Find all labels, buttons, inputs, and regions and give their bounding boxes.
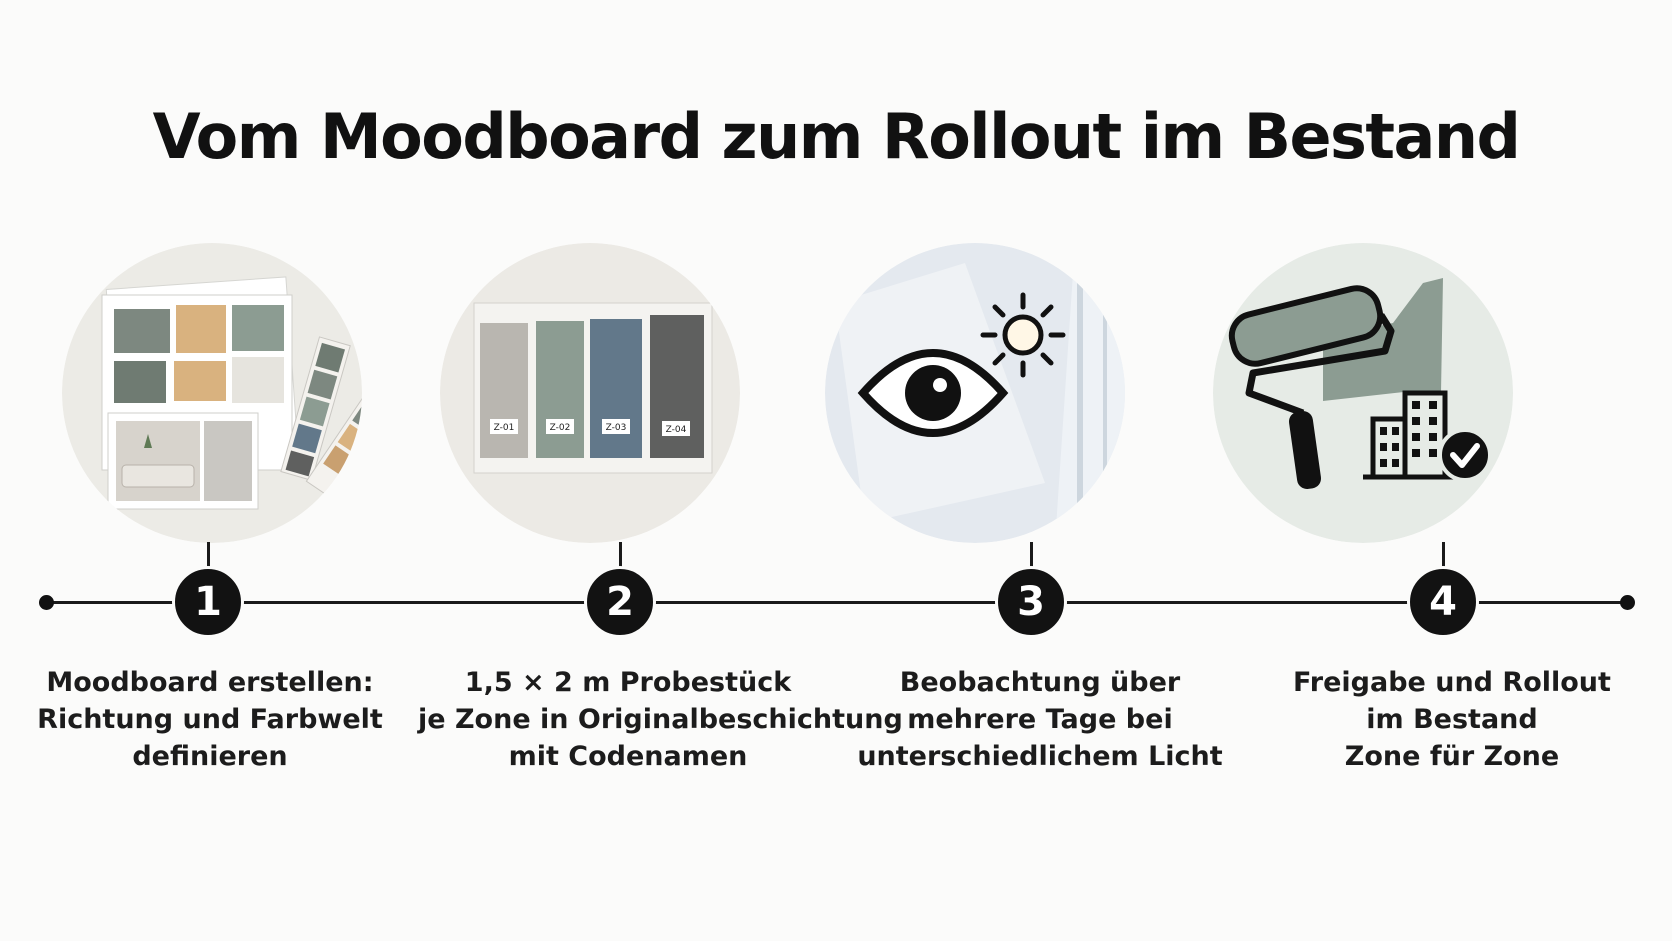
page-title: Vom Moodboard zum Rollout im Bestand [152,100,1521,173]
step-2-connector [619,542,622,574]
step-1-caption-line: Moodboard erstellen: [46,667,374,698]
step-3-caption-line: Beobachtung über [899,667,1181,698]
step-4-badge: 4 [1407,566,1479,638]
step-3-caption: Beobachtung über mehrere Tage bei unters… [830,664,1250,775]
color-sample-panels-icon: Z-01 Z-02 Z-03 Z-04 [440,243,740,543]
step-1-connector [207,542,210,574]
step-4-illustration [1213,243,1513,543]
step-1-caption: Moodboard erstellen: Richtung und Farbwe… [0,664,420,775]
step-2-caption-line: 1,5 × 2 m Probestück [464,667,792,698]
step-4-caption-line: im Bestand [1366,704,1538,735]
timeline-end-dot [1620,595,1635,610]
sample-code-2: Z-02 [550,423,571,433]
step-3-caption-line: unterschiedlichem Licht [857,741,1223,772]
sample-code-3: Z-03 [606,423,627,433]
step-3-connector [1030,542,1033,574]
step-1-illustration [62,243,362,543]
eye-and-sun-icon [825,243,1125,543]
step-1-caption-line: Richtung und Farbwelt [37,704,383,735]
step-1-caption-line: definieren [132,741,288,772]
step-1-badge: 1 [172,566,244,638]
step-2-illustration: Z-01 Z-02 Z-03 Z-04 [440,243,740,543]
step-4-caption-line: Zone für Zone [1344,741,1560,772]
paint-roller-building-check-icon [1213,243,1513,543]
timeline-start-dot [39,595,54,610]
timeline-line [46,601,1628,604]
step-2-caption-line: je Zone in Originalbeschichtung [418,704,903,735]
step-3-illustration [825,243,1125,543]
step-2-caption-line: mit Codenamen [508,741,748,772]
step-3-badge: 3 [995,566,1067,638]
moodboard-collage-icon [62,243,362,543]
step-3-caption-line: mehrere Tage bei [907,704,1173,735]
step-2-badge: 2 [584,566,656,638]
sample-code-4: Z-04 [666,425,687,435]
step-4-connector [1442,542,1445,574]
step-4-caption-line: Freigabe und Rollout [1293,667,1611,698]
sample-code-1: Z-01 [494,423,515,433]
step-4-caption: Freigabe und Rollout im Bestand Zone für… [1242,664,1662,775]
step-2-caption: 1,5 × 2 m Probestück je Zone in Original… [418,664,903,775]
